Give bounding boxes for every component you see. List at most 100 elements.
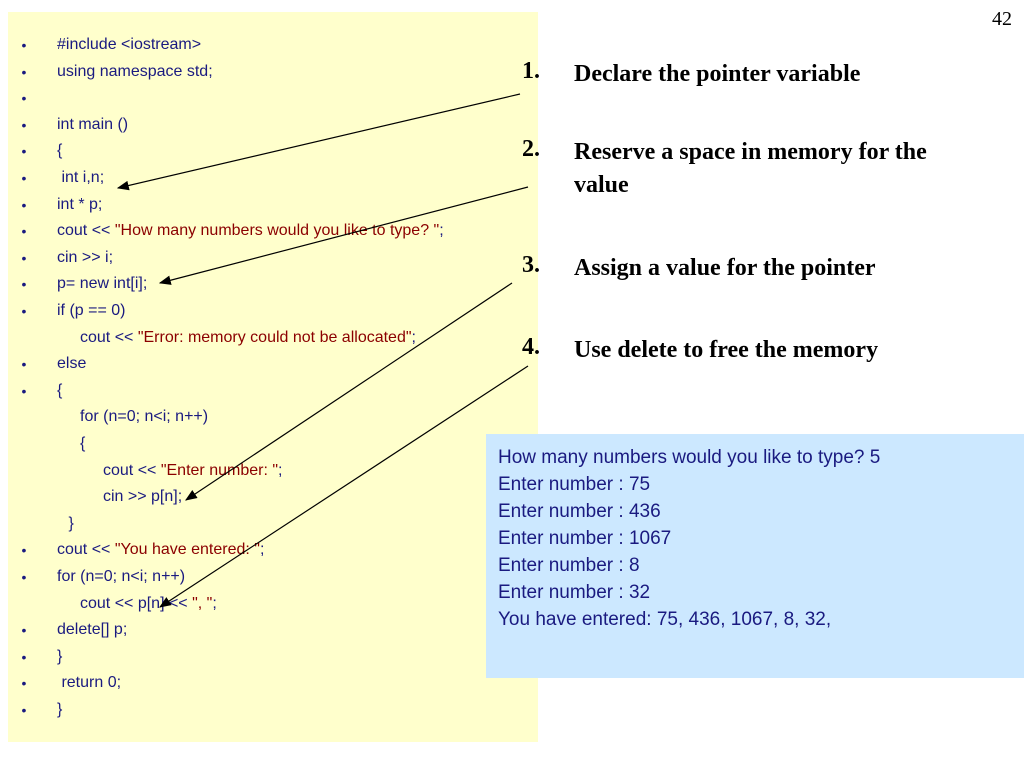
code-token: #include <iostream>	[57, 36, 202, 53]
output-line: You have entered: 75, 436, 1067, 8, 32,	[498, 609, 832, 630]
bullet-icon: •	[21, 90, 27, 107]
code-text: else	[57, 351, 86, 377]
code-token: return 0;	[57, 674, 122, 692]
bullet-icon: •	[21, 542, 27, 559]
code-line: cout << p[n] << ", ";	[8, 591, 528, 617]
code-line: •{	[8, 378, 528, 404]
bullet-icon: •	[21, 356, 27, 373]
code-line: cin >> p[n];	[8, 484, 528, 510]
string-literal: "You have entered: "	[114, 541, 260, 559]
code-text: {	[57, 378, 62, 404]
code-text: int main ()	[57, 112, 128, 138]
code-text: cout << "How many numbers would you like…	[57, 218, 444, 244]
code-text: cout << "Enter number: ";	[103, 458, 282, 484]
code-line: •}	[8, 697, 528, 723]
bullet-icon: •	[21, 143, 27, 160]
code-line: {	[8, 431, 528, 457]
code-text: cout << "You have entered: ";	[57, 537, 264, 563]
code-text: cin >> p[n];	[103, 484, 182, 510]
code-line: • cin >> i;	[8, 245, 528, 271]
slide-number: 42	[992, 8, 1012, 30]
code-text: for (n=0; n<i; n++)	[80, 404, 208, 430]
code-line: •	[8, 85, 528, 111]
code-line: •}	[8, 644, 528, 670]
code-token: {	[80, 435, 86, 452]
bullet-icon: •	[21, 170, 27, 186]
bullet-icon: •	[21, 382, 27, 399]
code-token: int * p;	[57, 195, 103, 213]
code-line: •using namespace std;	[8, 59, 528, 85]
code-token: using namespace std;	[57, 62, 213, 80]
code-text: {	[57, 138, 62, 164]
code-token: cout <<	[57, 541, 115, 559]
output-line: Enter number : 32	[498, 582, 651, 603]
code-line: • int * p;	[8, 192, 528, 218]
code-token: cin >> p[n];	[103, 488, 183, 506]
bullet-icon: •	[21, 37, 27, 53]
output-line: How many numbers would you like to type?…	[498, 447, 881, 468]
step-text: Assign a value for the pointer	[574, 255, 876, 281]
code-token: cout << p[n] <<	[80, 594, 193, 612]
bullet-icon: •	[21, 276, 27, 293]
output-line: Enter number : 75	[498, 474, 651, 495]
code-line: • p= new int[i];	[8, 271, 528, 297]
code-text: delete[] p;	[57, 617, 127, 643]
code-line: • cout << "You have entered: ";	[8, 537, 528, 563]
code-text: p= new int[i];	[57, 271, 147, 297]
bullet-icon: •	[21, 702, 27, 718]
code-text: for (n=0; n<i; n++)	[57, 564, 185, 590]
code-line: •for (n=0; n<i; n++)	[8, 564, 528, 590]
code-line: • delete[] p;	[8, 617, 528, 643]
code-text: }	[57, 644, 62, 670]
code-text: cin >> i;	[57, 245, 113, 271]
code-line: for (n=0; n<i; n++)	[8, 404, 528, 430]
code-token: ;	[259, 541, 265, 559]
code-token: }	[68, 514, 74, 532]
code-token: cout <<	[57, 222, 115, 240]
step-number: 2.	[522, 136, 540, 162]
code-line: • if (p == 0)	[8, 298, 528, 324]
step-number: 4.	[522, 334, 540, 360]
bullet-icon: •	[21, 303, 27, 319]
code-text: cout << "Error: memory could not be allo…	[80, 325, 416, 351]
output-line: Enter number : 8	[498, 555, 640, 576]
code-line: •int main ()	[8, 112, 528, 138]
code-text: #include <iostream>	[57, 32, 201, 58]
code-token: cout <<	[80, 328, 138, 346]
bullet-icon: •	[21, 223, 27, 240]
code-token: else	[57, 355, 87, 373]
code-line: • int i,n;	[8, 165, 528, 191]
code-text: return 0;	[57, 670, 121, 696]
bullet-icon: •	[21, 249, 27, 266]
code-text: {	[80, 431, 85, 457]
step-number: 3.	[522, 252, 540, 278]
output-line: Enter number : 436	[498, 501, 661, 522]
code-panel: •#include <iostream>•using namespace std…	[8, 12, 538, 742]
step-text: Declare the pointer variable	[574, 61, 861, 87]
code-text: cout << p[n] << ", ";	[80, 591, 217, 617]
code-token: cout <<	[103, 461, 161, 479]
code-token: ;	[212, 594, 217, 612]
code-token: if (p == 0)	[57, 302, 126, 319]
code-text: using namespace std;	[57, 59, 213, 85]
string-literal: "How many numbers would you like to type…	[114, 222, 440, 240]
bullet-icon: •	[21, 196, 27, 213]
code-token: {	[57, 142, 63, 160]
code-token: int i,n;	[57, 169, 105, 186]
code-token: ;	[411, 328, 416, 346]
code-token: for (n=0; n<i; n++)	[80, 408, 209, 426]
code-token: ;	[278, 461, 283, 479]
step-number: 1.	[522, 58, 540, 84]
code-token: cin >> i;	[57, 248, 114, 266]
bullet-icon: •	[21, 622, 27, 639]
code-token: ;	[439, 222, 444, 240]
code-text: }	[57, 697, 62, 723]
code-token: }	[57, 701, 63, 718]
step-text: Use delete to free the memory	[574, 337, 879, 363]
console-output-box: How many numbers would you like to type?…	[486, 434, 1024, 678]
code-line: • else	[8, 351, 528, 377]
code-token: for (n=0; n<i; n++)	[57, 568, 186, 585]
code-text: }	[69, 511, 74, 537]
string-literal: "Enter number: "	[160, 461, 279, 479]
code-token: {	[57, 381, 63, 399]
